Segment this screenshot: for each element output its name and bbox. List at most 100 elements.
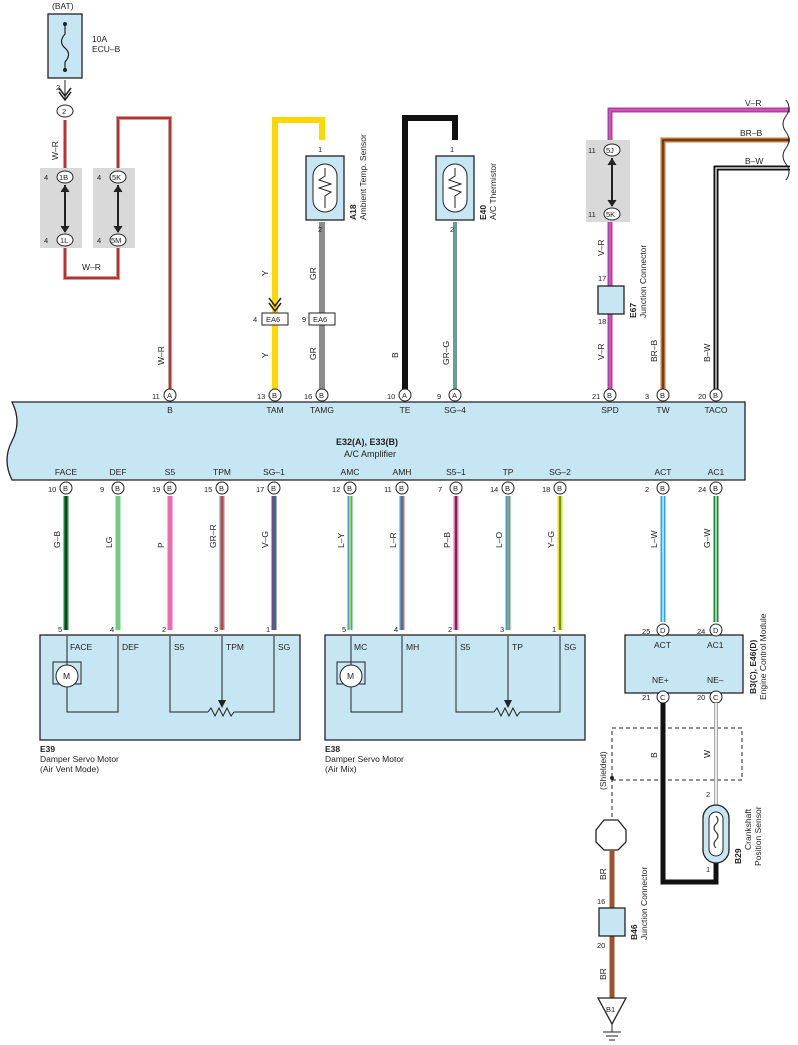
svg-text:20: 20 bbox=[697, 693, 705, 702]
amp-bottom-term: SG–2 bbox=[549, 467, 571, 477]
cut-mark bbox=[782, 99, 790, 181]
amp-bottom-pin bbox=[343, 481, 357, 495]
e67-junction-connector: 17 18 E67 Junction Connector bbox=[597, 245, 648, 326]
amp-bottom-pin-conn: B bbox=[63, 484, 68, 493]
svg-text:B46: B46 bbox=[629, 924, 639, 940]
svg-text:18: 18 bbox=[598, 317, 606, 326]
e38-pin-num: 3 bbox=[500, 625, 504, 634]
amp-bottom-term: FACE bbox=[55, 467, 78, 477]
svg-text:4: 4 bbox=[97, 236, 101, 245]
svg-text:1B: 1B bbox=[59, 173, 68, 182]
amp-bottom-term: TP bbox=[503, 467, 514, 477]
svg-text:1: 1 bbox=[450, 145, 454, 154]
amp-top-term: B bbox=[167, 405, 173, 415]
ambient-temp-sensor: 1 2 A18 Ambient Temp. Sensor bbox=[305, 134, 368, 234]
e38-pin-num: 2 bbox=[448, 625, 452, 634]
ac-amplifier: E32(A), E33(B) A/C Amplifier bbox=[6, 401, 746, 481]
wire-label-y-upper: Y bbox=[260, 270, 270, 276]
e39-term: FACE bbox=[70, 642, 93, 652]
svg-text:2: 2 bbox=[706, 790, 710, 799]
amp-top-pin bbox=[448, 388, 462, 402]
svg-text:A/C Amplifier: A/C Amplifier bbox=[344, 449, 396, 459]
e39-pin-num: 3 bbox=[214, 625, 218, 634]
wire-label-brb-right: BR–B bbox=[740, 128, 763, 138]
svg-text:5J: 5J bbox=[606, 146, 614, 155]
svg-text:M: M bbox=[63, 671, 70, 681]
amp-bottom-pin-num: 17 bbox=[256, 485, 264, 494]
bottom-wire-label: GR–R bbox=[208, 524, 218, 548]
svg-text:AC1: AC1 bbox=[707, 640, 724, 650]
svg-text:Crankshaft: Crankshaft bbox=[743, 808, 753, 850]
amp-top-term: TW bbox=[656, 405, 669, 415]
e38-pin-num: 4 bbox=[394, 625, 398, 634]
svg-text:B29: B29 bbox=[733, 848, 743, 864]
e39-pin-num: 1 bbox=[266, 625, 270, 634]
amp-bottom-pin-conn: B bbox=[219, 484, 224, 493]
amp-bottom-pin bbox=[395, 481, 409, 495]
svg-text:E32(A), E33(B): E32(A), E33(B) bbox=[336, 437, 398, 447]
junction-5k-5m: 4 5K 4 5M bbox=[93, 168, 135, 248]
svg-text:A/C Thermistor: A/C Thermistor bbox=[488, 163, 498, 220]
svg-text:4: 4 bbox=[44, 236, 48, 245]
amp-top-pin-num: 13 bbox=[257, 392, 265, 401]
e38-term: SG bbox=[564, 642, 576, 652]
ac-thermistor: 1 2 E40 A/C Thermistor bbox=[435, 145, 498, 234]
bottom-wire-label: G–W bbox=[702, 529, 712, 548]
svg-text:W: W bbox=[702, 750, 712, 758]
svg-text:17: 17 bbox=[598, 274, 606, 283]
svg-text:24: 24 bbox=[697, 627, 705, 636]
bottom-wire-label: L–Y bbox=[336, 533, 346, 548]
svg-text:Junction Connector: Junction Connector bbox=[638, 245, 648, 318]
amp-bottom-pin-num: 19 bbox=[152, 485, 160, 494]
amp-bottom-pin-conn: B bbox=[115, 484, 120, 493]
amp-top-pin-num: 20 bbox=[698, 392, 706, 401]
bottom-wires bbox=[63, 496, 719, 630]
e39-term: SG bbox=[278, 642, 290, 652]
amp-top-pin-conn: B bbox=[272, 391, 277, 400]
amp-top-pin bbox=[398, 388, 412, 402]
amp-bottom-pin bbox=[501, 481, 515, 495]
svg-text:(Shielded): (Shielded) bbox=[598, 751, 608, 790]
wire-b-w bbox=[713, 165, 790, 390]
fuse-name: ECU–B bbox=[92, 44, 121, 54]
amp-bottom-pin-num: 10 bbox=[48, 485, 56, 494]
fuse-amp: 10A bbox=[92, 34, 107, 44]
svg-text:D: D bbox=[713, 626, 719, 635]
amp-bottom-pin bbox=[163, 481, 177, 495]
amp-bottom-pin bbox=[709, 481, 723, 495]
amp-bottom-pin bbox=[215, 481, 229, 495]
junction-5j-5k: 11 5J 11 5K bbox=[586, 140, 630, 222]
svg-text:5K: 5K bbox=[112, 173, 121, 182]
svg-text:NE+: NE+ bbox=[652, 675, 669, 685]
bottom-wire-label: L–R bbox=[388, 532, 398, 548]
amp-bottom-pin-num: 2 bbox=[645, 485, 649, 494]
svg-text:4: 4 bbox=[44, 173, 48, 182]
amp-bottom-pin bbox=[267, 481, 281, 495]
svg-text:EA6: EA6 bbox=[313, 315, 327, 324]
e39-term: DEF bbox=[122, 642, 139, 652]
bat-label: (BAT) bbox=[52, 1, 74, 11]
amp-top-pin-num: 16 bbox=[304, 392, 312, 401]
crankshaft-position-sensor: 2 1 B29 Crankshaft Position Sensor bbox=[702, 790, 763, 874]
wire-label-wr-main: W–R bbox=[156, 346, 166, 365]
amp-top-pin-conn: A bbox=[402, 391, 407, 400]
svg-text:E39: E39 bbox=[40, 744, 55, 754]
amp-top-pin bbox=[268, 388, 282, 402]
wire-label-vr-right: V–R bbox=[745, 98, 762, 108]
e39-pin-num: 2 bbox=[162, 625, 166, 634]
svg-text:Ambient Temp. Sensor: Ambient Temp. Sensor bbox=[358, 134, 368, 220]
amp-top-pin bbox=[603, 388, 617, 402]
wire-label-vr1: V–R bbox=[596, 239, 606, 256]
e38-term: MH bbox=[406, 642, 419, 652]
e39-term: TPM bbox=[226, 642, 244, 652]
amp-bottom-pin-num: 9 bbox=[100, 485, 104, 494]
wire-label-bw-right: B–W bbox=[745, 156, 763, 166]
svg-text:1L: 1L bbox=[60, 236, 68, 245]
svg-text:(Air Mix): (Air Mix) bbox=[325, 764, 357, 774]
svg-text:Engine Control Module: Engine Control Module bbox=[758, 613, 768, 700]
ground-b1: B1 bbox=[596, 997, 628, 1041]
